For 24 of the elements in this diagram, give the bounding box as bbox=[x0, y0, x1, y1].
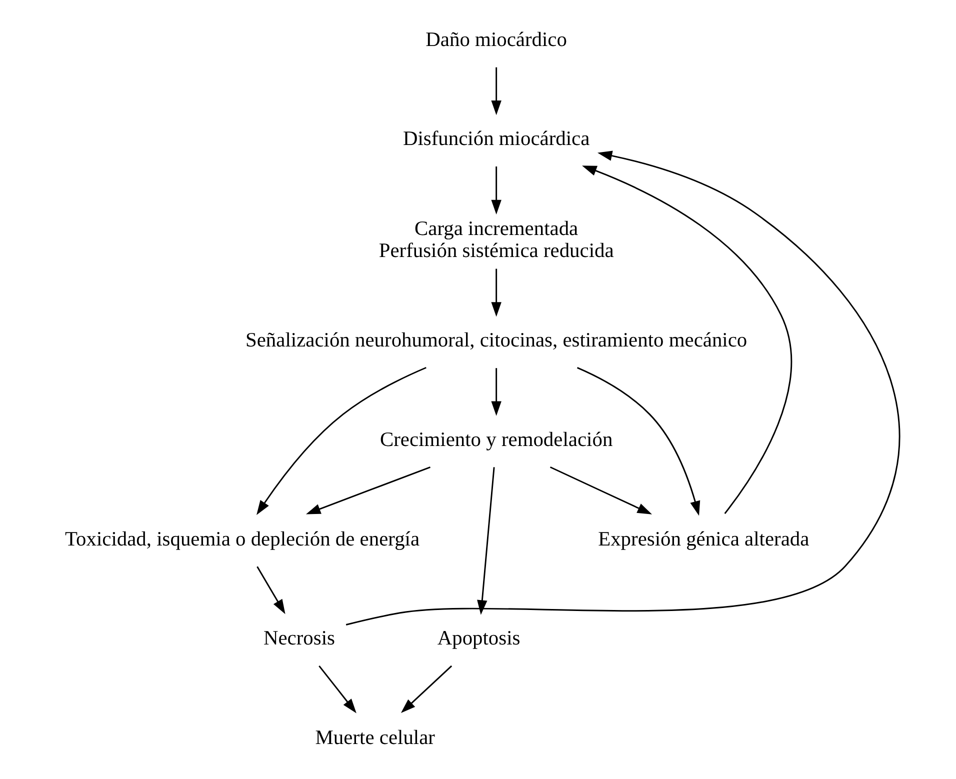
node-text: Daño miocárdico bbox=[425, 28, 566, 51]
node-text: Expresión génica alterada bbox=[598, 528, 809, 550]
arrow bbox=[476, 467, 494, 615]
arrow bbox=[576, 367, 700, 516]
arrow bbox=[256, 366, 426, 516]
node-text: Carga incrementada Perfusión sistémica reducida bbox=[378, 218, 614, 262]
node-text: Toxicidad, isquemia o depleción de energía bbox=[64, 528, 420, 550]
arrow bbox=[490, 268, 501, 317]
arrow bbox=[549, 466, 652, 514]
arrow bbox=[318, 666, 356, 714]
arrow bbox=[582, 166, 792, 514]
arrow bbox=[490, 166, 501, 214]
arrow bbox=[345, 150, 900, 626]
arrow bbox=[256, 566, 285, 614]
node-text: Señalización neurohumoral, citocinas, estiramiento mecánico bbox=[244, 330, 747, 352]
arrow bbox=[490, 67, 501, 116]
arrow bbox=[400, 665, 452, 714]
arrow bbox=[305, 466, 430, 514]
node-text: Disfunción miocárdica bbox=[402, 128, 590, 150]
node-text: Muerte celular bbox=[314, 726, 435, 749]
node-text: Apoptosis bbox=[436, 628, 520, 650]
node-text: Crecimiento y remodelación bbox=[379, 429, 612, 452]
arrow bbox=[490, 368, 501, 416]
node-text: Necrosis bbox=[262, 628, 334, 650]
